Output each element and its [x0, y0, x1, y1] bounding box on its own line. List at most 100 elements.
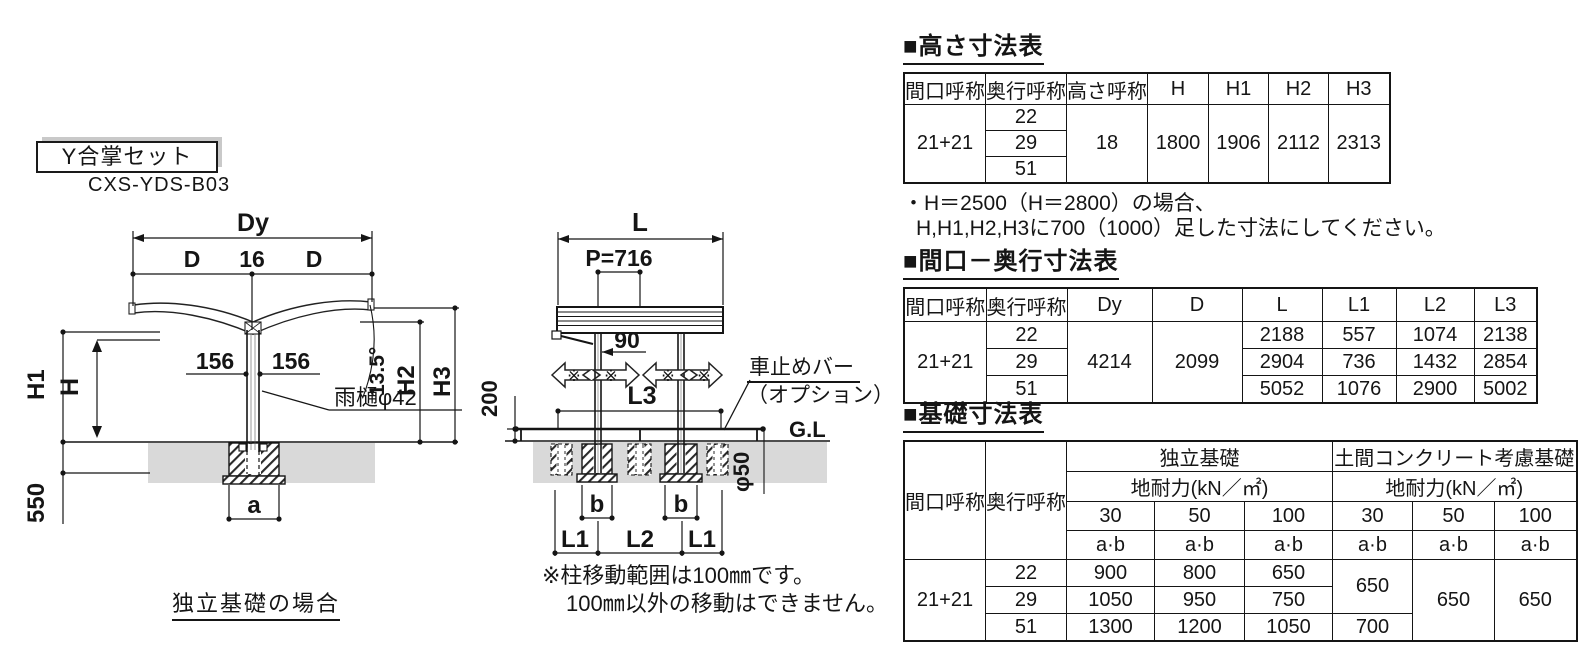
gutter-leader — [261, 390, 462, 411]
cell-depth: 22 — [985, 559, 1067, 587]
dimension-a — [226, 485, 282, 522]
col-header: 高さ呼称 — [1066, 72, 1148, 105]
load-header: 30 — [1332, 501, 1413, 531]
col-header: 奥行呼称 — [985, 287, 1068, 322]
ab-header: a·b — [1244, 530, 1333, 560]
side-view-note-line1: ※柱移動範囲は100㎜です。 — [542, 563, 815, 588]
cell-depth: 29 — [985, 348, 1068, 376]
foundation-table-section: ■基礎寸法表 間口呼称 奥行呼称 独立基礎 土間コンクリート考慮基礎 地耐力(k… — [903, 394, 1578, 642]
load-header: 30 — [1066, 501, 1155, 531]
cell-depth: 51 — [985, 156, 1067, 184]
car-stop-label: 車止めバー （オプション） — [747, 355, 894, 408]
dimension-550 — [60, 442, 150, 524]
cell-v100: 1050 — [1244, 613, 1333, 642]
product-model-code: CXS-YDS-B03 — [88, 174, 231, 196]
dim-label-l1-left: L1 — [561, 526, 589, 553]
gutter-label: 雨樋φ42 — [334, 385, 417, 410]
cell-depth: 29 — [985, 586, 1067, 614]
cell-l: 5052 — [1241, 375, 1323, 404]
cell-v30: 900 — [1066, 559, 1155, 587]
bearing-header: 地耐力(kN／㎡) — [1332, 471, 1577, 502]
cell-slab50: 650 — [1412, 559, 1495, 642]
cell-depth: 51 — [985, 375, 1068, 404]
group-header-slab: 土間コンクリート考慮基礎 — [1332, 440, 1577, 472]
cell-d: 2099 — [1151, 321, 1243, 404]
height-table-section: ■高さ寸法表 間口呼称 奥行呼称 高さ呼称 H H1 H2 H3 21+21 2… — [903, 26, 1446, 241]
col-header: H1 — [1208, 72, 1269, 105]
dim-label-b-right: b — [674, 491, 689, 518]
dimension-156 — [186, 371, 320, 377]
span-table-header-row: 間口呼称 奥行呼称 Dy D L L1 L2 L3 — [903, 287, 1538, 322]
ab-header: a·b — [1412, 530, 1495, 560]
bearing-header: 地耐力(kN／㎡) — [1066, 471, 1333, 502]
cell-v30: 1300 — [1066, 613, 1155, 642]
col-header: L1 — [1321, 287, 1397, 322]
dimension-90 — [602, 348, 646, 356]
cell-depth: 29 — [985, 130, 1067, 157]
height-table-note-line1: ・H＝2500（H＝2800）の場合、 — [903, 192, 1216, 215]
span-table-section: ■間口－奥行寸法表 間口呼称 奥行呼称 Dy D L L1 L2 L3 21+2… — [903, 241, 1538, 404]
dim-label-90: 90 — [614, 327, 640, 353]
foundation-table-title: ■基礎寸法表 — [903, 394, 1044, 433]
cell-l2: 1432 — [1395, 348, 1475, 376]
col-header: L3 — [1473, 287, 1538, 322]
height-table-note-line2: H,H1,H2,H3に700（1000）足した寸法にしてください。 — [916, 217, 1446, 240]
col-header: H3 — [1328, 72, 1390, 105]
move-mark-2: ※ — [604, 368, 617, 385]
move-mark-4: ※ — [697, 368, 710, 385]
dim-label-200: 200 — [477, 380, 502, 417]
dimension-h3 — [374, 305, 459, 445]
height-table: 間口呼称 奥行呼称 高さ呼称 H H1 H2 H3 21+21 22 18 18… — [903, 72, 1391, 184]
dim-label-d-left: D — [184, 246, 201, 272]
dim-label-a: a — [247, 492, 261, 519]
front-view-diagram: Dy D 16 D 156 156 雨樋φ42 13.5° — [23, 209, 462, 524]
cell-slab100: 650 — [1494, 559, 1577, 642]
col-header: 奥行呼称 — [985, 72, 1067, 105]
col-header: Dy — [1066, 287, 1153, 322]
ab-header: a·b — [1494, 530, 1577, 560]
dim-label-h: H — [56, 378, 84, 396]
phi50-label: φ50 — [729, 452, 754, 492]
cell-depth: 22 — [985, 321, 1068, 349]
height-table-title: ■高さ寸法表 — [903, 26, 1044, 65]
dim-label-l3: L3 — [627, 382, 656, 410]
dim-label-l: L — [632, 207, 648, 237]
ab-header: a·b — [1154, 530, 1245, 560]
side-view-diagram: L P=716 90 ※ ※ ※ ※ — [477, 207, 830, 556]
cell-h1: 1906 — [1208, 104, 1269, 184]
cell-frontage: 21+21 — [903, 559, 986, 642]
load-header: 100 — [1494, 501, 1577, 531]
height-table-header-row: 間口呼称 奥行呼称 高さ呼称 H H1 H2 H3 — [903, 72, 1390, 105]
col-header-depth: 奥行呼称 — [985, 440, 1067, 560]
height-table-note: ・H＝2500（H＝2800）の場合、 H,H1,H2,H3に700（1000）… — [903, 191, 1446, 241]
angle-arc — [362, 304, 375, 398]
foundation-header-row2: 地耐力(kN／㎡) 地耐力(kN／㎡) — [904, 471, 1577, 502]
dimension-l — [557, 232, 724, 305]
col-header: 間口呼称 — [903, 72, 986, 105]
dim-label-16: 16 — [239, 246, 265, 272]
product-name-box: Y合掌セット — [36, 141, 218, 173]
dim-label-h1: H1 — [23, 369, 50, 400]
load-header: 100 — [1244, 501, 1333, 531]
car-stop-leader — [723, 379, 751, 431]
cell-height-code: 18 — [1066, 104, 1148, 184]
dim-label-l2: L2 — [626, 526, 654, 553]
cell-l: 2188 — [1241, 321, 1323, 349]
dimension-h — [92, 339, 160, 438]
table-row: 29 1050 950 750 — [904, 586, 1577, 614]
cell-l3: 2138 — [1473, 321, 1538, 349]
col-header: L2 — [1395, 287, 1475, 322]
cell-v50: 1200 — [1154, 613, 1245, 642]
cell-l3: 2854 — [1473, 348, 1538, 376]
cell-v30: 1050 — [1066, 586, 1155, 614]
cell-v100: 750 — [1244, 586, 1333, 614]
cell-h2: 2112 — [1268, 104, 1329, 184]
cell-l1: 736 — [1321, 348, 1397, 376]
dim-label-156-left: 156 — [196, 348, 234, 374]
cell-frontage: 21+21 — [903, 321, 987, 404]
dim-label-p716: P=716 — [585, 245, 652, 271]
side-view-note-line2: 100㎜以外の移動はできません。 — [566, 591, 889, 616]
cell-l1: 1076 — [1321, 375, 1397, 404]
span-table: 間口呼称 奥行呼称 Dy D L L1 L2 L3 21+21 22 4214 … — [903, 287, 1538, 404]
table-row: 21+21 22 4214 2099 2188 557 1074 2138 — [903, 321, 1538, 404]
